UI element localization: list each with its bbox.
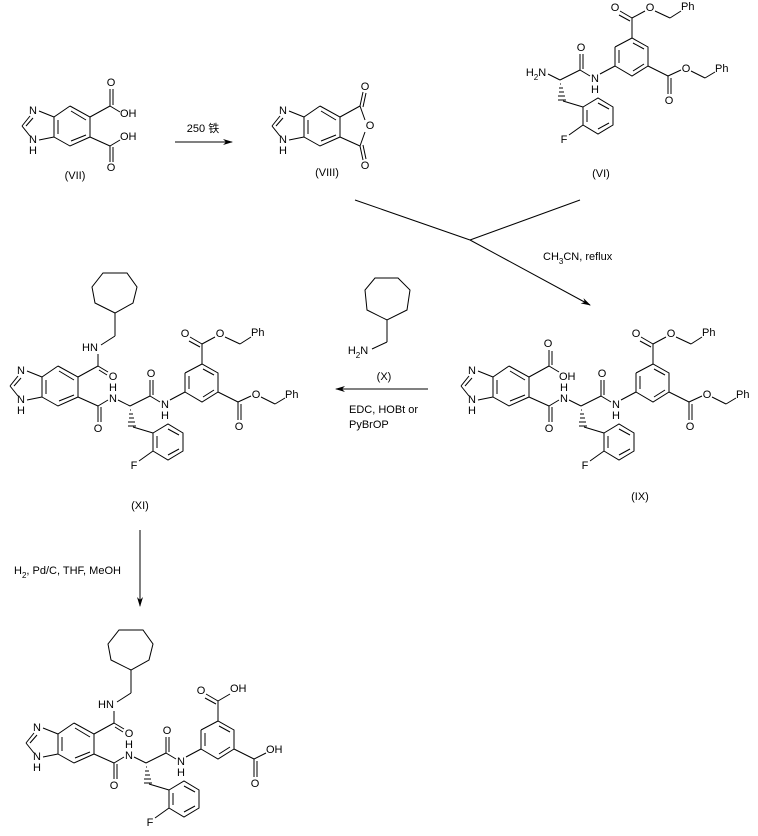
compound-vi: H2N (VI) [526, 0, 729, 180]
reagent-step1: 250 铁 [187, 122, 219, 135]
reagent-step3-line1: EDC, HOBt or [349, 404, 418, 416]
carboxylic-acid [543, 337, 577, 384]
compound-xi: (XI) [9, 272, 299, 512]
amide-linker [544, 381, 582, 436]
svg-text:O: O [107, 77, 116, 89]
compound-ix: (IX) [460, 326, 750, 503]
benzimidazole-core [271, 104, 361, 158]
phenylalanine-amide [143, 720, 235, 830]
amide-linker [93, 381, 131, 436]
svg-text:O: O [361, 160, 370, 172]
phenylalanine-amide [127, 363, 219, 473]
svg-text:O: O [366, 120, 375, 132]
compound-label: (VIII) [315, 167, 339, 179]
compound-label: (IX) [631, 491, 649, 503]
compound-viii: O O O (VIII) [271, 81, 375, 179]
benzimidazole-core [9, 364, 99, 418]
cycloheptylmethyl-amide [81, 272, 138, 384]
benzyl-esters [631, 326, 750, 434]
benzyl-esters [610, 0, 729, 108]
isophthalic-acid [196, 682, 284, 791]
compound-label: (VI) [592, 168, 610, 180]
svg-text:H2N: H2N [348, 345, 368, 360]
svg-text:OH: OH [120, 108, 137, 120]
reagent-step3-line2: PyBrOP [349, 419, 389, 431]
phenylalanine-amide [578, 363, 670, 473]
cycloheptylmethyl-amide [97, 629, 154, 741]
phenylalanine-amide [557, 37, 649, 147]
reagent-step2: CH3CN, reflux [543, 251, 613, 266]
converging-arrow [354, 199, 591, 306]
benzimidazole-core [21, 104, 111, 158]
compound-x: H2N (X) [348, 277, 411, 383]
svg-text:H2N: H2N [526, 67, 546, 82]
compound-vii: O OH O OH (VII) [21, 77, 137, 182]
compound-label: (X) [377, 371, 392, 383]
reagent-step4: H2, Pd/C, THF, MeOH [14, 565, 121, 580]
svg-text:O: O [107, 162, 116, 174]
svg-text:O: O [361, 81, 370, 93]
benzimidazole-core [460, 364, 550, 418]
compound-label: (XI) [131, 500, 149, 512]
benzyl-esters [180, 326, 299, 434]
amide-linker [109, 738, 147, 793]
svg-text:OH: OH [120, 131, 137, 143]
compound-label: (VII) [65, 170, 86, 182]
benzimidazole-core [25, 721, 115, 775]
final-product [25, 629, 284, 830]
